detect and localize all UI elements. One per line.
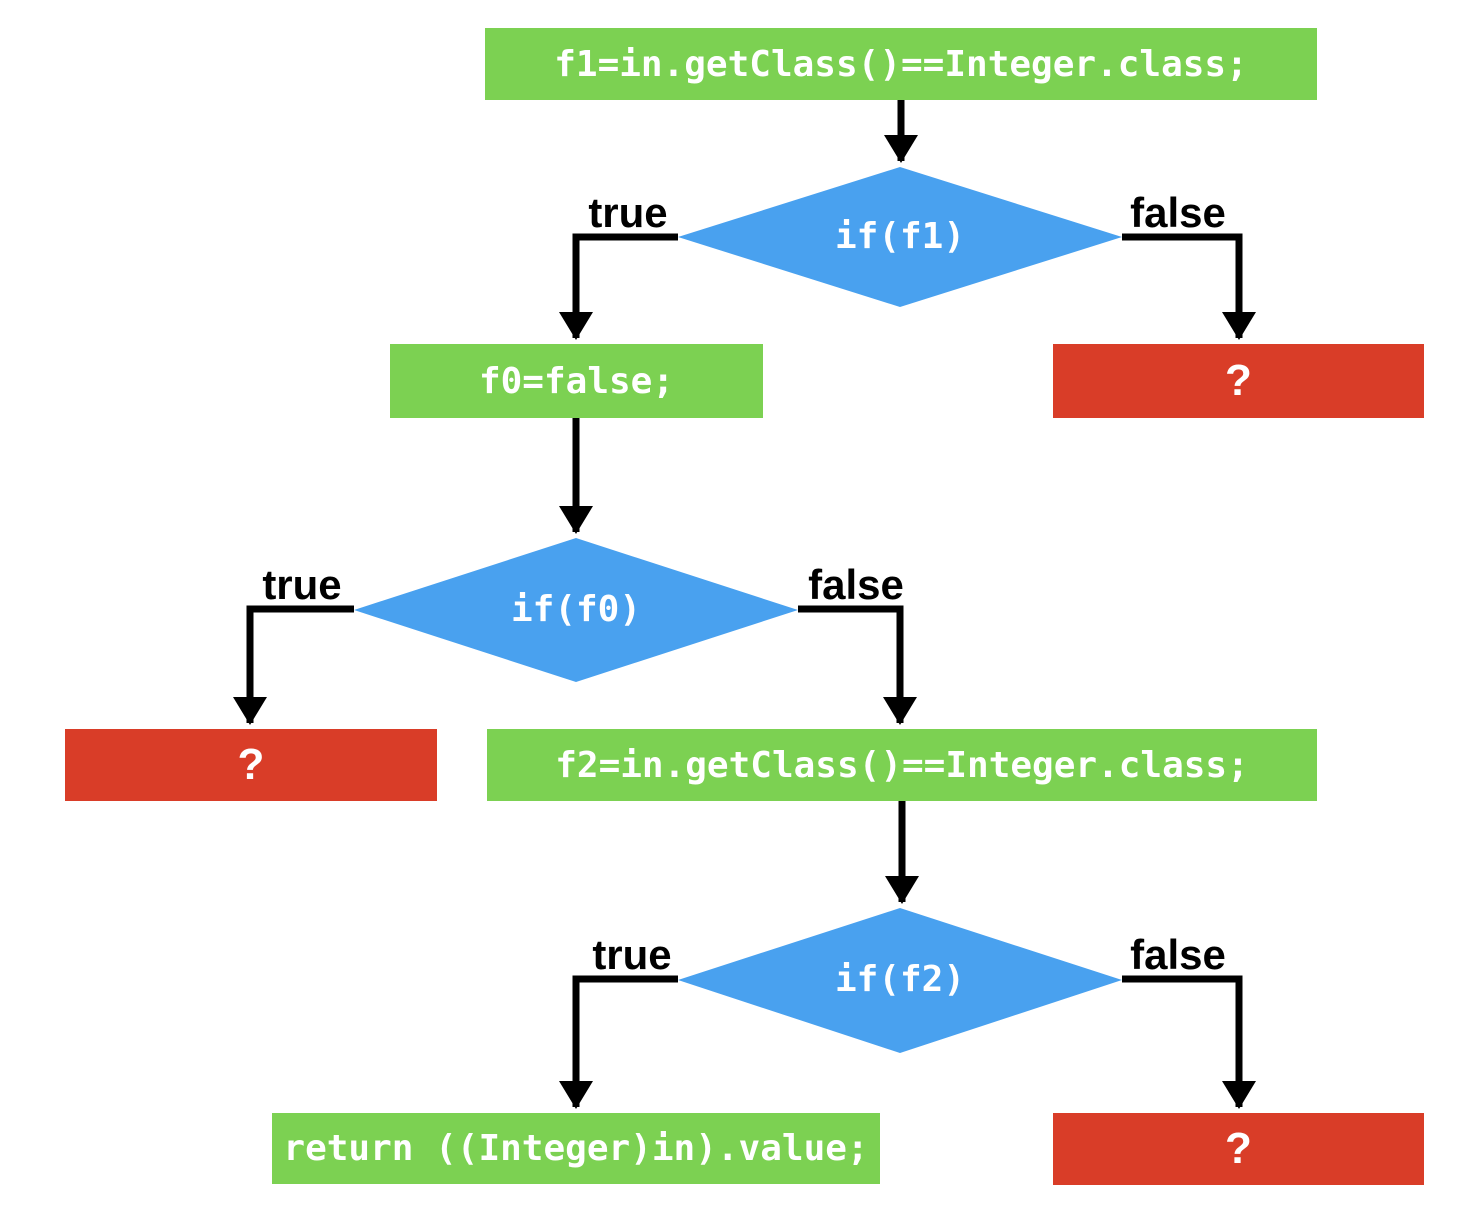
decision-if-f2-label: if(f2) <box>834 959 966 1000</box>
node-if-f1-false-result: ? <box>1053 344 1424 418</box>
edge-if-f2-true <box>559 975 678 1109</box>
edge-label-if-f1-false: false <box>1130 189 1226 236</box>
node-if-f2-false-result: ? <box>1053 1113 1424 1185</box>
node-f0-assign: f0=false; <box>390 344 763 418</box>
decision-if-f0-shape <box>354 538 798 682</box>
decision-if-f2-shape <box>678 908 1122 1053</box>
decision-if-f1-label: if(f1) <box>834 216 966 257</box>
edge-label-if-f2-false: false <box>1130 931 1226 978</box>
edge-label-if-f2-true: true <box>592 931 672 978</box>
edge-if-f2-false <box>1122 975 1256 1109</box>
node-return-stmt: return ((Integer)in).value; <box>272 1113 880 1184</box>
decision-if-f1-shape <box>678 167 1122 307</box>
node-f1-assign: f1=in.getClass()==Integer.class; <box>485 28 1317 100</box>
edge-label-if-f1-true: true <box>588 189 668 236</box>
edge-if-f0-true <box>233 605 354 725</box>
edge-label-if-f0-true: true <box>262 561 342 608</box>
decision-if-f0-label: if(f0) <box>510 589 642 630</box>
edge-if-f0-false <box>798 605 917 725</box>
edge-if-f1-false <box>1122 233 1256 340</box>
node-f2-assign: f2=in.getClass()==Integer.class; <box>487 729 1317 801</box>
edge-label-if-f0-false: false <box>808 561 904 608</box>
node-if-f0-true-result: ? <box>65 729 437 801</box>
edge-if-f1-true <box>559 233 678 340</box>
